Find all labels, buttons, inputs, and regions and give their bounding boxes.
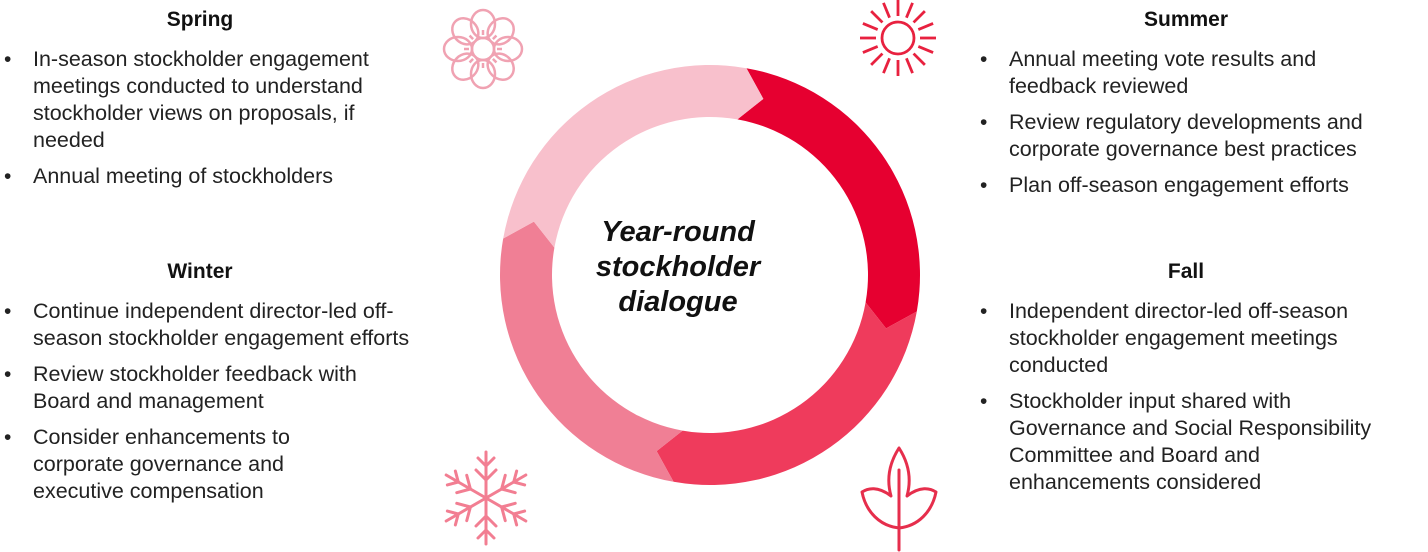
flower-icon [442, 8, 524, 90]
fall-item: Stockholder input shared with Governance… [976, 388, 1389, 496]
summer-item: Review regulatory developments and corpo… [976, 109, 1427, 163]
season-cycle-ring [500, 65, 920, 485]
spring-title: Spring [166, 8, 234, 31]
summer-title: Summer [1143, 8, 1229, 31]
fall-list: Independent director-led off-season stoc… [976, 298, 1426, 496]
summer-list: Annual meeting vote results and feedback… [976, 46, 1426, 199]
center-label-line: Year-round [601, 216, 755, 248]
spring-section: Spring In-season stockholder engagement … [0, 8, 440, 190]
ring-segment-winter [500, 221, 683, 482]
leaf-icon [860, 446, 938, 552]
spring-item: Annual meeting of stockholders [0, 163, 393, 190]
ring-segment-spring [503, 65, 764, 248]
winter-item: Consider enhancements to corporate gover… [0, 424, 333, 505]
winter-title: Winter [167, 260, 233, 283]
fall-title: Fall [1167, 260, 1205, 283]
winter-item: Review stockholder feedback with Board a… [0, 361, 413, 415]
winter-list: Continue independent director-led off-se… [0, 298, 440, 505]
sun-icon [860, 0, 936, 76]
ring-segment-summer [737, 68, 920, 329]
winter-section: Winter Continue independent director-led… [0, 260, 440, 505]
center-label-line: stockholder [595, 251, 761, 283]
winter-item: Continue independent director-led off-se… [0, 298, 425, 352]
summer-item: Plan off-season engagement efforts [976, 172, 1427, 199]
center-label: Year-round stockholder dialogue [578, 215, 778, 320]
snowflake-icon [444, 450, 528, 546]
center-label-line: dialogue [618, 286, 738, 318]
summer-section: Summer Annual meeting vote results and f… [976, 8, 1426, 199]
summer-item: Annual meeting vote results and feedback… [976, 46, 1359, 100]
ring-segment-fall [656, 302, 917, 485]
fall-section: Fall Independent director-led off-season… [976, 260, 1426, 496]
spring-item: In-season stockholder engagement meeting… [0, 46, 373, 154]
spring-list: In-season stockholder engagement meeting… [0, 46, 440, 190]
fall-item: Independent director-led off-season stoc… [976, 298, 1389, 379]
